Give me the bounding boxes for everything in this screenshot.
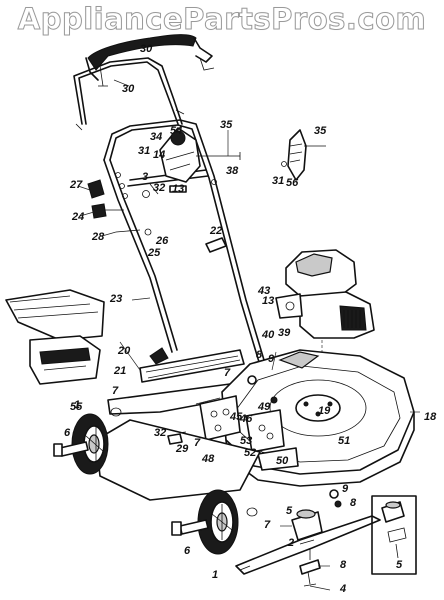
callout-24: 24 <box>71 211 84 223</box>
callout-32: 32 <box>153 182 165 194</box>
side-discharge-chute <box>5 289 105 385</box>
callout-45: 45 <box>229 411 243 423</box>
callout-26: 26 <box>155 235 169 247</box>
callout-8: 8 <box>340 559 347 571</box>
callout-27: 27 <box>69 179 83 191</box>
callout-35: 35 <box>314 125 327 137</box>
callout-28: 28 <box>91 231 105 243</box>
throttle-bracket <box>281 129 326 181</box>
callout-20: 20 <box>117 345 131 357</box>
callout-6: 6 <box>64 427 71 439</box>
callout-50: 50 <box>276 455 289 467</box>
blade-assembly <box>235 509 381 587</box>
callout-7: 7 <box>224 367 231 379</box>
handle-knobs <box>87 179 227 253</box>
callout-7: 7 <box>264 519 271 531</box>
rear-height-bracket <box>107 347 247 415</box>
front-wheel <box>197 489 239 555</box>
callout-8: 8 <box>256 349 263 361</box>
callout-30: 30 <box>140 43 153 55</box>
callout-13: 13 <box>262 295 274 307</box>
leader-lines <box>77 79 420 591</box>
callout-18: 18 <box>424 411 437 423</box>
callout-35: 35 <box>220 119 233 131</box>
callout-13: 13 <box>172 183 184 195</box>
callout-46: 46 <box>239 413 253 425</box>
callout-30: 30 <box>122 83 135 95</box>
callout-40: 40 <box>261 329 275 341</box>
callout-8: 8 <box>350 497 357 509</box>
callout-53: 53 <box>240 435 252 447</box>
callout-21: 21 <box>113 365 126 377</box>
lower-handle <box>103 119 271 383</box>
callout-2: 2 <box>287 537 294 549</box>
callout-51: 51 <box>338 435 350 447</box>
callout-7: 7 <box>112 385 119 397</box>
callout-56: 56 <box>286 177 299 189</box>
upper-handle <box>73 57 185 131</box>
callout-32: 32 <box>154 427 166 439</box>
callout-19: 19 <box>318 405 331 417</box>
watermark: AppliancePartsPros.com <box>17 2 427 37</box>
callout-55: 55 <box>70 401 83 413</box>
callout-31: 31 <box>272 175 284 187</box>
callout-38: 38 <box>226 165 239 177</box>
callout-49: 49 <box>257 401 271 413</box>
blade-adapter-inset <box>371 495 417 575</box>
callout-14: 14 <box>153 149 165 161</box>
callout-4: 4 <box>339 583 346 595</box>
callout-23: 23 <box>109 293 122 305</box>
callout-48: 48 <box>201 453 215 465</box>
callout-5: 5 <box>286 505 293 517</box>
callout-1: 1 <box>74 399 80 411</box>
hardware <box>53 375 342 536</box>
callout-9: 9 <box>342 483 349 495</box>
callout-34: 34 <box>150 131 162 143</box>
callout-1: 1 <box>212 569 218 581</box>
callout-9: 9 <box>268 353 275 365</box>
callout-52: 52 <box>244 447 256 459</box>
rear-wheel <box>71 413 261 501</box>
callout-25: 25 <box>147 247 161 259</box>
callout-6: 6 <box>184 545 191 557</box>
engine <box>275 249 375 400</box>
upper-handle-grip <box>85 34 215 87</box>
throttle-control <box>159 127 241 193</box>
callout-22: 22 <box>209 225 222 237</box>
callout-7: 7 <box>194 437 201 449</box>
callout-5: 5 <box>396 559 403 571</box>
callout-29: 29 <box>175 443 189 455</box>
callout-31: 31 <box>138 145 150 157</box>
callout-39: 39 <box>278 327 291 339</box>
callout-43: 43 <box>257 285 270 297</box>
callout-54: 54 <box>170 125 182 137</box>
callout-3: 3 <box>142 171 148 183</box>
